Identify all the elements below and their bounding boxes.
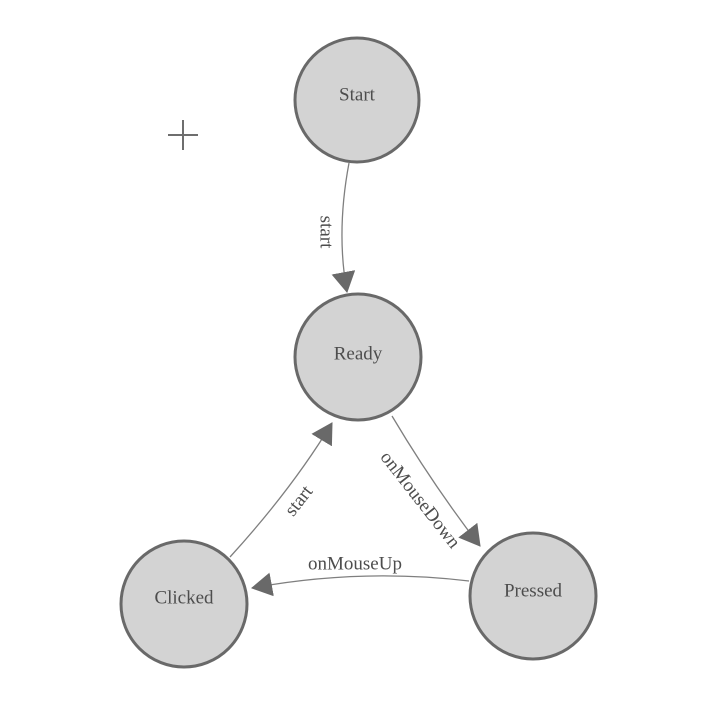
edge-pressed-to-clicked: onMouseUp: [251, 554, 470, 597]
edge-clicked-to-ready: start: [229, 422, 333, 558]
edge-path-pressed-to-clicked[interactable]: [251, 572, 470, 597]
plus-icon: [168, 120, 198, 150]
edge-path-clicked-to-ready[interactable]: [229, 422, 333, 558]
node-circle-clicked[interactable]: [119, 539, 249, 669]
edge-label-start-to-ready: start: [316, 216, 337, 249]
node-label-start: Start: [339, 85, 376, 106]
edge-ready-to-pressed: onMouseDown: [376, 415, 481, 553]
edge-label-pressed-to-clicked: onMouseUp: [308, 554, 402, 575]
edge-path-start-to-ready[interactable]: [331, 162, 356, 293]
node-label-pressed: Pressed: [504, 581, 563, 602]
node-circle-pressed[interactable]: [468, 531, 598, 661]
node-pressed[interactable]: Pressed: [468, 531, 598, 661]
edge-path-ready-to-pressed[interactable]: [391, 415, 481, 547]
node-label-ready: Ready: [334, 344, 383, 365]
node-start[interactable]: Start: [293, 36, 421, 164]
node-circle-start[interactable]: [293, 36, 421, 164]
edge-label-ready-to-pressed: onMouseDown: [376, 447, 465, 553]
node-ready[interactable]: Ready: [293, 292, 423, 422]
edge-label-clicked-to-ready: start: [281, 481, 318, 520]
edge-start-to-ready: start: [316, 162, 356, 293]
node-clicked[interactable]: Clicked: [119, 539, 249, 669]
node-label-clicked: Clicked: [154, 588, 214, 609]
node-circle-ready[interactable]: [293, 292, 423, 422]
